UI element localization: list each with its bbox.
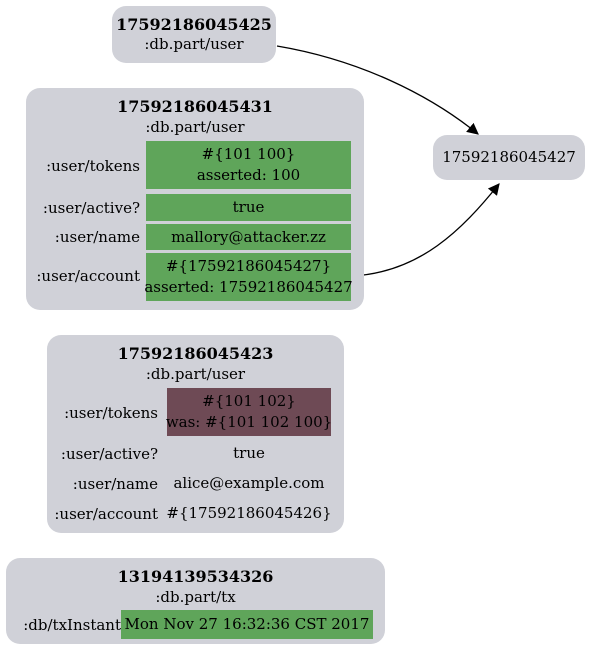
attribute-label: :user/tokens [46,157,140,175]
entity-id: 17592186045423 [117,344,274,363]
value-cell-asserted: mallory@attacker.zz [146,224,351,250]
attribute-label: :user/account [36,267,140,285]
attribute-label: :user/name [72,475,158,493]
entity-partition: :db.part/tx [155,588,236,606]
entity-id: 17592186045427 [442,148,576,166]
value-text: #{101 102} [202,392,296,410]
value-note: was: #{101 102 100} [165,413,333,431]
entity-node-17592186045425[interactable]: 17592186045425 :db.part/user [112,6,276,63]
edge-25-to-27 [276,45,479,135]
attribute-label: :db/txInstant [23,616,121,634]
entity-partition: :db.part/user [145,365,246,383]
attribute-label: :user/account [54,505,158,523]
value-note: asserted: 100 [196,166,301,184]
attribute-label: :user/active? [42,199,140,217]
value-text: true [233,443,265,462]
edge-31-account-to-27 [352,183,500,277]
value-text: #{17592186045427} [165,257,332,275]
entity-partition: :db.part/user [145,118,245,136]
value-text: mallory@attacker.zz [171,227,326,246]
value-text: true [232,198,265,216]
value-text: Mon Nov 27 16:32:36 CST 2017 [124,615,370,633]
entity-node-17592186045427[interactable]: 17592186045427 [433,135,585,180]
value-cell-asserted: #{101 100} asserted: 100 [146,141,351,189]
value-cell-retracted: #{101 102} was: #{101 102 100} [165,388,333,436]
entity-id: 13194139534326 [117,567,274,586]
entity-node-17592186045423[interactable]: 17592186045423 :db.part/user :user/token… [47,335,344,533]
entity-partition: :db.part/user [144,35,244,53]
value-text: alice@example.com [173,473,325,492]
value-cell-asserted: #{17592186045427} asserted: 175921860454… [144,253,353,301]
value-note: asserted: 17592186045427 [144,278,353,296]
value-cell-asserted: true [146,194,351,221]
value-cell-asserted: Mon Nov 27 16:32:36 CST 2017 [121,610,373,639]
value-text: #{101 100} [201,145,296,163]
value-cell: alice@example.com [167,470,331,496]
entity-node-17592186045431[interactable]: 17592186045431 :db.part/user :user/token… [26,88,364,310]
value-cell: true [167,440,331,466]
attribute-label: :user/tokens [64,404,158,422]
entity-id: 17592186045431 [117,97,273,116]
attribute-label: :user/name [54,228,140,246]
value-cell: #{17592186045426} [166,500,332,526]
transaction-node-13194139534326[interactable]: 13194139534326 :db.part/tx :db/txInstant… [6,558,385,644]
entity-id: 17592186045425 [116,15,272,34]
value-text: #{17592186045426} [166,503,332,522]
attribute-label: :user/active? [60,445,158,463]
